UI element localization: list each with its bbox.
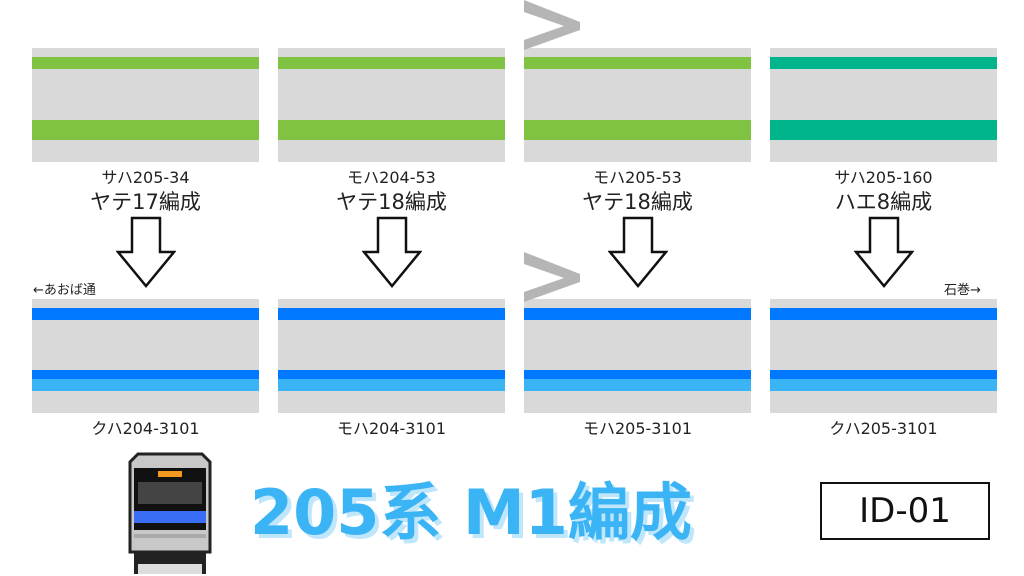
car-stripe [524, 120, 751, 140]
car-stripe [524, 370, 751, 379]
train-car-before [32, 48, 259, 162]
car-stripe [32, 308, 259, 320]
car-stripe [278, 379, 505, 391]
car-stripe [278, 57, 505, 69]
id-badge: ID-01 [820, 482, 990, 540]
car-number-label: モハ204-3101 [336, 419, 447, 438]
formation-title: 205系 M1編成 [250, 476, 692, 549]
car-stripe [770, 120, 997, 140]
train-car-before [524, 48, 751, 162]
down-arrow-icon [854, 216, 914, 288]
down-arrow-icon [608, 216, 668, 288]
car-stripe [524, 379, 751, 391]
formation-label: ヤテ18編成 [336, 190, 447, 214]
car-stripe [32, 370, 259, 379]
train-car-after [524, 299, 751, 413]
car-stripe [770, 379, 997, 391]
car-number-label: サハ205-160 [834, 168, 933, 187]
chevron-right-icon [524, 0, 580, 50]
train-car-before [770, 48, 997, 162]
car-stripe [524, 308, 751, 320]
car-stripe [278, 308, 505, 320]
car-stripe [32, 57, 259, 69]
direction-left-label: ←あおば通 [33, 283, 96, 298]
direction-right-label: 石巻→ [944, 283, 981, 298]
train-car-after [32, 299, 259, 413]
chevron-right-icon [524, 252, 580, 302]
car-stripe [524, 57, 751, 69]
formation-label: ハエ8編成 [834, 190, 933, 214]
car-number-label: クハ205-3101 [829, 419, 938, 438]
car-stripe [278, 370, 505, 379]
train-car-after [770, 299, 997, 413]
train-car-after [278, 299, 505, 413]
car-stripe [770, 308, 997, 320]
car-stripe [770, 57, 997, 69]
car-stripe [770, 370, 997, 379]
car-number-label: サハ205-34 [101, 168, 190, 187]
formation-label: ヤテ18編成 [582, 190, 693, 214]
down-arrow-icon [116, 216, 176, 288]
car-stripe [32, 379, 259, 391]
car-number-label: モハ205-53 [593, 168, 682, 187]
formation-label: ヤテ17編成 [90, 190, 201, 214]
train-front-icon [128, 452, 212, 574]
car-stripe [278, 120, 505, 140]
down-arrow-icon [362, 216, 422, 288]
car-number-label: クハ204-3101 [91, 419, 200, 438]
car-number-label: モハ204-53 [347, 168, 436, 187]
car-stripe [32, 120, 259, 140]
train-car-before [278, 48, 505, 162]
car-number-label: モハ205-3101 [582, 419, 693, 438]
